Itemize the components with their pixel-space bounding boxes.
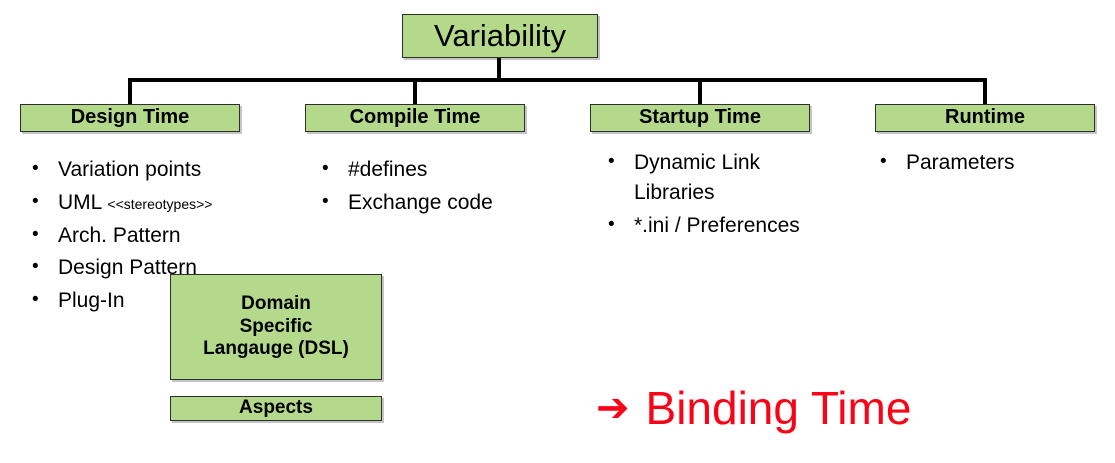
- bullet-icon: •: [32, 190, 39, 212]
- node-dsl-line-2: Specific: [239, 315, 313, 337]
- bullet-list-compile-time: • #defines • Exchange code: [322, 155, 582, 221]
- node-runtime-label: Runtime: [945, 106, 1025, 129]
- list-item-label: #defines: [348, 158, 428, 181]
- list-item-text: UML: [58, 190, 108, 214]
- list-item: • Dynamic Link Libraries: [608, 148, 858, 208]
- bullet-list-startup-time: • Dynamic Link Libraries • *.ini / Prefe…: [608, 148, 858, 243]
- bullet-icon: •: [32, 158, 39, 179]
- node-startup-time: Startup Time: [590, 104, 810, 132]
- node-dsl-line-1: Domain: [241, 293, 311, 315]
- list-item: • Plug-In: [32, 286, 302, 316]
- node-aspects-label: Aspects: [239, 397, 313, 419]
- list-item-label: UML <<stereotypes>>: [58, 188, 302, 218]
- node-variability: Variability: [402, 14, 598, 58]
- connector-drop-startup-time: [698, 78, 702, 106]
- list-item-label: Design Pattern: [58, 256, 197, 280]
- list-item-label: Arch. Pattern: [58, 223, 181, 247]
- node-aspects: Aspects: [170, 396, 382, 421]
- bullet-icon: •: [608, 151, 615, 172]
- list-item: • Parameters: [880, 148, 1100, 178]
- list-item-label: Dynamic Link Libraries: [634, 151, 761, 204]
- bullet-icon: •: [322, 190, 329, 212]
- connector-drop-design-time: [128, 78, 132, 106]
- list-item: • *.ini / Preferences: [608, 211, 858, 241]
- list-item: • Variation points: [32, 155, 302, 185]
- connector-drop-compile-time: [413, 78, 417, 106]
- node-design-time-label: Design Time: [70, 106, 190, 129]
- bullet-list-design-time: • Variation points • UML <<stereotypes>>…: [32, 155, 302, 319]
- right-arrow-icon: ➔: [596, 386, 630, 430]
- bullet-icon: •: [608, 213, 615, 235]
- bullet-icon: •: [32, 256, 39, 278]
- list-item: • #defines: [322, 155, 582, 185]
- node-domain-specific-language: Domain Specific Langauge (DSL): [170, 274, 382, 380]
- list-item-label: *.ini / Preferences: [634, 213, 800, 237]
- bullet-icon: •: [322, 158, 329, 179]
- list-item: • Design Pattern: [32, 253, 302, 283]
- node-design-time: Design Time: [20, 104, 240, 132]
- connector-root-stem: [497, 58, 501, 81]
- list-item-stereotype: <<stereotypes>>: [107, 195, 213, 212]
- binding-time-annotation: ➔ Binding Time: [596, 381, 911, 435]
- list-item: • UML <<stereotypes>>: [32, 188, 302, 218]
- list-item: • Exchange code: [322, 188, 582, 218]
- connector-horizontal-bus: [130, 78, 985, 82]
- binding-time-label: Binding Time: [645, 382, 912, 434]
- connector-drop-runtime: [983, 78, 987, 106]
- bullet-icon: •: [32, 289, 39, 311]
- node-startup-time-label: Startup Time: [639, 106, 761, 129]
- node-runtime: Runtime: [875, 104, 1095, 132]
- node-compile-time-label: Compile Time: [349, 106, 481, 129]
- list-item-label: Exchange code: [348, 190, 493, 214]
- list-item-label: Plug-In: [58, 289, 125, 313]
- bullet-icon: •: [880, 151, 887, 172]
- list-item-label: Variation points: [58, 158, 202, 181]
- bullet-icon: •: [32, 223, 39, 245]
- node-variability-label: Variability: [433, 17, 567, 53]
- node-compile-time: Compile Time: [305, 104, 525, 132]
- list-item-label: Parameters: [906, 151, 1015, 174]
- list-item: • Arch. Pattern: [32, 221, 302, 251]
- node-dsl-line-3: Langauge (DSL): [203, 338, 349, 360]
- bullet-list-runtime: • Parameters: [880, 148, 1100, 181]
